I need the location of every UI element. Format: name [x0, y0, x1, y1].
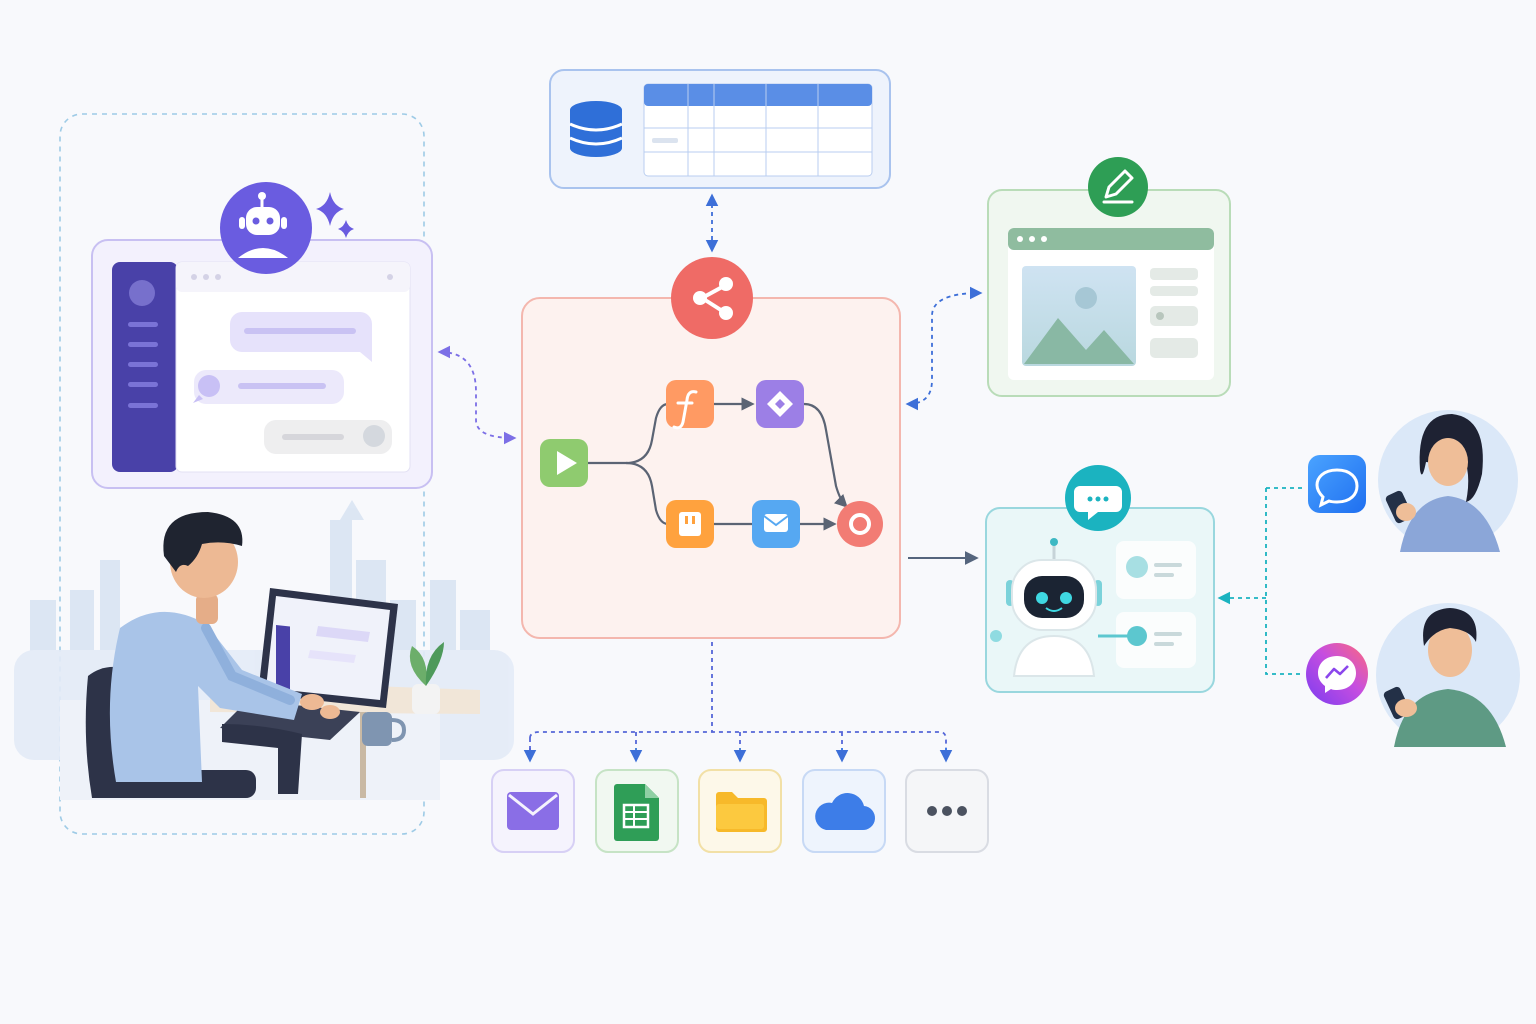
messenger-icon[interactable] [1306, 643, 1368, 705]
chatbot-robot-illustration [990, 538, 1102, 677]
decision-icon[interactable] [756, 380, 804, 428]
mail-icon[interactable] [752, 500, 800, 548]
chat-app-window[interactable] [91, 239, 433, 489]
connectors [437, 193, 1304, 763]
user-avatar-female [1378, 410, 1518, 552]
play-icon[interactable] [540, 439, 588, 487]
robot-icon [220, 182, 312, 274]
database-icon [569, 101, 623, 157]
chat-bubble-outgoing [230, 312, 372, 362]
code-icon[interactable] [666, 500, 714, 548]
stop-icon[interactable] [837, 501, 883, 547]
data-table [643, 83, 873, 177]
avatar [129, 280, 155, 306]
cloud-icon[interactable] [802, 769, 886, 853]
email-icon[interactable] [491, 769, 575, 853]
workflow-connectors [588, 397, 848, 531]
chat-bubble-icon [1065, 465, 1131, 531]
spreadsheet-icon[interactable] [595, 769, 679, 853]
user-avatar-male [1376, 603, 1520, 747]
sparkle-icon [316, 192, 354, 238]
image-placeholder-icon [1022, 266, 1136, 366]
edit-icon [1088, 157, 1148, 217]
database-panel[interactable] [549, 69, 891, 189]
chatbot-panel[interactable] [985, 507, 1215, 693]
folder-icon[interactable] [698, 769, 782, 853]
message-icon[interactable] [1308, 455, 1366, 513]
person-at-desk-illustration [14, 500, 514, 800]
share-icon [671, 257, 753, 339]
function-icon[interactable] [666, 380, 714, 430]
web-builder-panel[interactable] [987, 189, 1231, 397]
more-icon[interactable] [905, 769, 989, 853]
